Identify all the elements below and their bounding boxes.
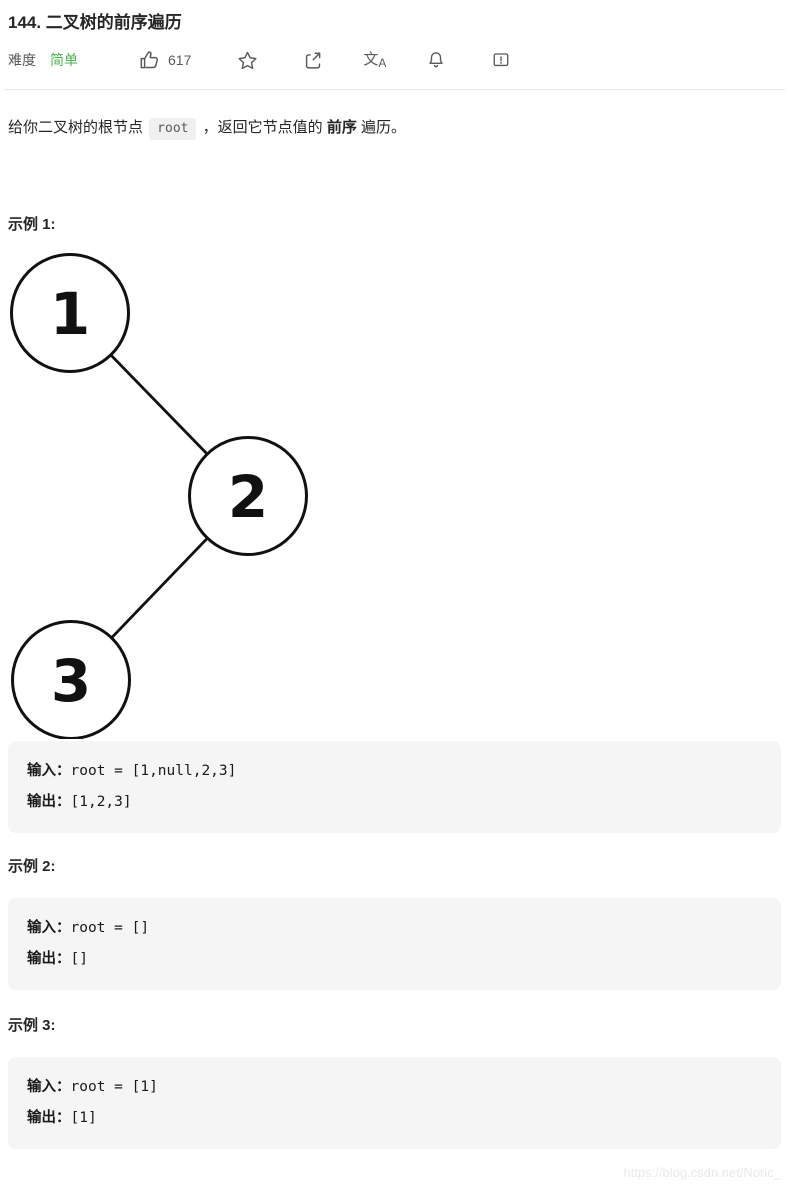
tree-node-2-circle [188, 436, 308, 556]
star-icon[interactable] [237, 50, 258, 71]
difficulty-badge: 简单 [50, 52, 78, 68]
output-value: [1,2,3] [70, 794, 132, 810]
output-label: 输出： [27, 1110, 71, 1126]
description-prefix: 给你二叉树的根节点 [8, 119, 148, 136]
example-3-input-line: 输入：root = [1] [27, 1072, 762, 1103]
output-value: [] [70, 951, 88, 967]
example-3-output-line: 输出：[1] [27, 1103, 762, 1134]
divider [4, 89, 785, 90]
tree-node-3-label: 3 [51, 647, 91, 715]
binary-tree-diagram: 1 2 3 [10, 253, 308, 739]
output-value: [1] [70, 1110, 97, 1126]
problem-description: 给你二叉树的根节点 root ，返回它节点值的 前序 遍历。 [8, 116, 781, 140]
input-value: root = [1] [70, 1079, 158, 1095]
example-2-heading: 示例 2: [8, 858, 56, 875]
example-1-input-line: 输入：root = [1,null,2,3] [27, 756, 762, 787]
description-bold-term: 前序 [326, 119, 357, 136]
like-count: 617 [168, 52, 192, 68]
meta-row: 难度 简单 617 文A [8, 47, 781, 73]
example-2-input-line: 输入：root = [] [27, 913, 762, 944]
translate-glyph-main: 文 [363, 50, 379, 68]
bell-icon[interactable] [426, 50, 446, 70]
input-value: root = [1,null,2,3] [70, 763, 237, 779]
input-label: 输入： [27, 920, 71, 936]
inline-code-root: root [149, 118, 197, 140]
description-suffix: 遍历。 [356, 119, 407, 136]
thumbs-up-icon[interactable] [138, 49, 160, 71]
example-2-io-block: 输入：root = [] 输出：[] [8, 898, 781, 990]
output-label: 输出： [27, 951, 71, 967]
translate-icon[interactable]: 文A [363, 52, 386, 69]
description-middle: ，返回它节点值的 [198, 119, 327, 136]
example-2-output-line: 输出：[] [27, 944, 762, 975]
tree-node-1-circle [10, 253, 130, 373]
input-value: root = [] [70, 920, 150, 936]
example-1-output-line: 输出：[1,2,3] [27, 787, 762, 818]
input-label: 输入： [27, 763, 71, 779]
example-3-io-block: 输入：root = [1] 输出：[1] [8, 1057, 781, 1149]
problem-page: 144. 二叉树的前序遍历 难度 简单 617 文A [0, 12, 789, 1149]
example-1-io-block: 输入：root = [1,null,2,3] 输出：[1,2,3] [8, 741, 781, 833]
tree-node-3-circle [11, 620, 131, 739]
page-title: 144. 二叉树的前序遍历 [8, 13, 182, 32]
feedback-icon[interactable] [491, 50, 511, 70]
example-1-heading: 示例 1: [8, 216, 56, 233]
tree-node-1-label: 1 [50, 280, 90, 348]
input-label: 输入： [27, 1079, 71, 1095]
output-label: 输出： [27, 794, 71, 810]
tree-node-2-label: 2 [228, 463, 268, 531]
like-button[interactable]: 617 [138, 49, 191, 71]
translate-glyph-sub: A [378, 55, 387, 70]
difficulty-label: 难度 [8, 52, 36, 68]
example-3-heading: 示例 3: [8, 1017, 56, 1034]
share-icon[interactable] [302, 50, 323, 71]
